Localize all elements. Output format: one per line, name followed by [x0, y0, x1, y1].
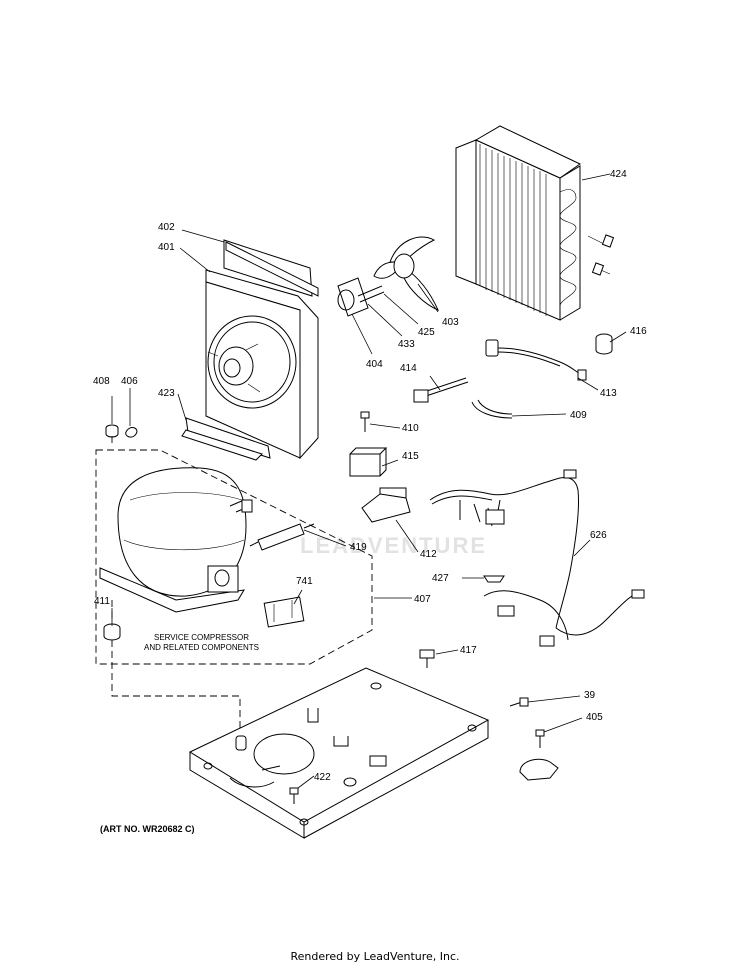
callout-404: 404	[366, 359, 383, 370]
callout-419: 419	[350, 542, 367, 553]
tube-409	[471, 399, 513, 419]
base-pan	[188, 667, 490, 839]
callout-423: 423	[158, 388, 175, 399]
watermark: LEADVENTURE	[300, 533, 487, 558]
callout-413: 413	[600, 388, 617, 399]
bracket-412	[361, 487, 411, 523]
callout-425: 425	[418, 327, 435, 338]
callout-424: 424	[610, 169, 627, 180]
condenser-424	[455, 125, 615, 321]
clip-406	[125, 427, 138, 438]
clip-427	[483, 575, 505, 583]
overload-741	[263, 596, 305, 628]
callout-416: 416	[630, 326, 647, 337]
compressor	[99, 467, 253, 613]
grommet-408	[105, 424, 119, 438]
callout-408: 408	[93, 376, 110, 387]
callout-409: 409	[570, 410, 587, 421]
callout-433: 433	[398, 339, 415, 350]
service-note-line-1: SERVICE COMPRESSOR	[154, 633, 249, 642]
callout-412: 412	[420, 549, 437, 560]
fan-shroud-401	[185, 239, 319, 460]
art-number: (ART NO. WR20682 C)	[100, 824, 195, 834]
wire-harness-626	[429, 469, 645, 647]
footer-credit: Rendered by LeadVenture, Inc.	[290, 950, 460, 963]
callout-422: 422	[314, 772, 331, 783]
gasket-strip-402	[225, 241, 319, 297]
callout-406: 406	[121, 376, 138, 387]
callout-402: 402	[158, 222, 175, 233]
callout-741: 741	[296, 576, 313, 587]
support-414	[413, 377, 469, 403]
callouts: 402 401 423 408 406 404 433 425 403 424 …	[93, 169, 647, 783]
drier-416	[595, 333, 613, 355]
callout-39: 39	[584, 690, 596, 701]
screw-39	[509, 697, 529, 707]
callout-403: 403	[442, 317, 459, 328]
callout-417: 417	[460, 645, 477, 656]
callout-626: 626	[590, 530, 607, 541]
callout-414: 414	[400, 363, 417, 374]
service-note-line-2: AND RELATED COMPONENTS	[144, 643, 259, 652]
service-boundary-407	[95, 449, 373, 665]
screw-410	[360, 411, 370, 432]
bracket-423	[181, 429, 263, 461]
grommet-411	[103, 623, 121, 641]
callout-410: 410	[402, 423, 419, 434]
relay-415	[349, 447, 388, 477]
leader-lines	[111, 173, 627, 789]
callout-405: 405	[586, 712, 603, 723]
process-tube-419	[249, 523, 315, 551]
bracket-405	[519, 729, 559, 781]
callout-411: 411	[94, 596, 110, 607]
callout-427: 427	[432, 573, 449, 584]
harness-413	[485, 339, 587, 381]
screw-422	[289, 787, 299, 804]
callout-407: 407	[414, 594, 431, 605]
fan-motor-404	[337, 277, 385, 317]
callout-415: 415	[402, 451, 419, 462]
clip-417	[419, 649, 435, 668]
callout-401: 401	[158, 242, 175, 253]
